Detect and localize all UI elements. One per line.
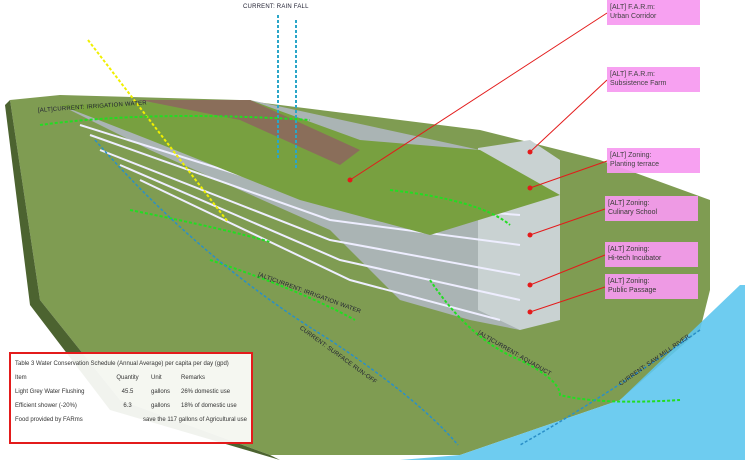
table-header: Item Quantity Unit Remarks: [15, 371, 247, 385]
label-title: [ALT] Zoning:: [610, 152, 652, 159]
runoff-arrows: [94, 139, 701, 446]
header-quantity: Quantity: [116, 375, 139, 381]
cell-item: Food provided by FARms: [15, 417, 83, 423]
cell-remarks: 26% domestic use: [181, 389, 231, 395]
label-text: Public Passage: [608, 287, 657, 294]
green-roof: [60, 100, 560, 235]
sun-ray-arrow: [87, 39, 229, 223]
label-subsistence-farm: [ALT] F.A.R.m: Subsistence Farm: [607, 67, 700, 92]
label-culinary-school: [ALT] Zoning: Culinary School: [605, 196, 698, 221]
cell-unit: gallons: [151, 403, 171, 409]
label-text: Hi-tech Incubator: [608, 255, 662, 262]
table-row: Light Grey Water Flushing 45.5 gallons 2…: [15, 385, 247, 399]
table-row: Efficient shower (-20%) 6.3 gallons 18% …: [15, 399, 247, 413]
label-urban-corridor: [ALT] F.A.R.m: Urban Corridor: [607, 0, 700, 25]
label-title: [ALT] Zoning:: [608, 200, 650, 207]
irrigation-arrows: [39, 115, 681, 403]
cell-remarks: 18% of domestic use: [181, 403, 237, 409]
label-title: [ALT] Zoning:: [608, 246, 650, 253]
cell-remarks: save the 117 gallons of Agricultural use: [143, 417, 247, 423]
label-title: [ALT] Zoning:: [608, 278, 650, 285]
label-text: Urban Corridor: [610, 13, 657, 20]
label-public-passage: [ALT] Zoning: Public Passage: [605, 274, 698, 299]
header-unit: Unit: [151, 375, 162, 381]
green-roof-path: [140, 100, 360, 165]
label-hitech-incubator: [ALT] Zoning: Hi-tech Incubator: [605, 242, 698, 267]
leader-lines: [349, 12, 608, 313]
label-text: Planting terrace: [610, 161, 660, 168]
cell-item: Light Grey Water Flushing: [15, 389, 85, 395]
water-conservation-table: Table 3 Water Conservation Schedule (Ann…: [9, 352, 253, 444]
river: [400, 285, 745, 460]
label-text: Subsistence Farm: [610, 80, 667, 87]
label-title: [ALT] F.A.R.m:: [610, 4, 655, 11]
cell-unit: gallons: [151, 389, 171, 395]
leader-dots: [347, 149, 533, 315]
label-title: [ALT] F.A.R.m:: [610, 71, 655, 78]
cell-item: Efficient shower (-20%): [15, 403, 77, 409]
table-row: Food provided by FARms save the 117 gall…: [15, 413, 247, 427]
label-planting-terrace: [ALT] Zoning: Planting terrace: [607, 148, 700, 173]
cell-quantity: 45.5: [121, 389, 134, 395]
cell-quantity: 6.3: [123, 403, 132, 409]
table-title: Table 3 Water Conservation Schedule (Ann…: [15, 361, 229, 367]
label-text: Culinary School: [608, 209, 658, 216]
flow-rain-fall: CURRENT: RAIN FALL: [243, 4, 309, 10]
rain-arrows: [277, 15, 297, 170]
header-remarks: Remarks: [181, 375, 206, 381]
header-item: Item: [15, 375, 27, 381]
